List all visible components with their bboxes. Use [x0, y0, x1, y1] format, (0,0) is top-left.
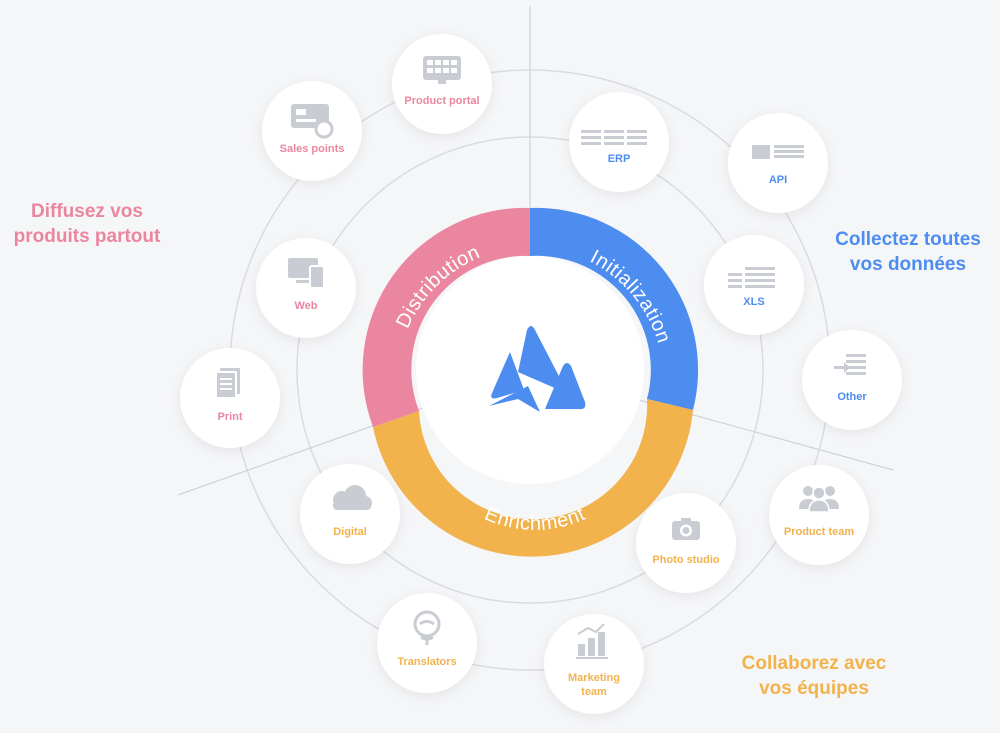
spreadsheet-icon	[728, 267, 775, 288]
node-label: Product portal	[404, 95, 479, 107]
document-icon	[215, 368, 240, 399]
node-api[interactable]: API	[728, 113, 828, 213]
import-icon	[834, 354, 866, 375]
cycle-donut	[362, 207, 699, 557]
node-other[interactable]: Other	[802, 330, 902, 430]
node-label: XLS	[743, 296, 764, 308]
node-product-portal[interactable]: Product portal	[392, 34, 492, 134]
node-label: ERP	[608, 153, 631, 165]
segment-enrichment	[373, 399, 693, 557]
node-label: Sales points	[280, 143, 345, 155]
node-label: Other	[837, 391, 867, 403]
node-digital[interactable]: Digital	[300, 464, 400, 564]
segment-initialization	[530, 207, 699, 410]
globe-icon	[413, 610, 441, 645]
heading-line: produits partout	[13, 226, 161, 247]
node-print[interactable]: Print	[180, 348, 280, 448]
node-xls[interactable]: XLS	[704, 235, 804, 335]
heading-distribute: Diffusez vos produits partout	[4, 199, 170, 249]
heading-line: vos données	[849, 254, 967, 275]
node-label: Translators	[397, 656, 456, 668]
node-marketing-team[interactable]: Marketing team	[544, 614, 644, 714]
devices-icon	[288, 258, 325, 289]
node-label: API	[769, 174, 787, 186]
segment-distribution	[362, 207, 530, 427]
node-label: Print	[217, 411, 242, 423]
node-label: Photo studio	[652, 554, 719, 566]
heading-line: vos équipes	[759, 678, 869, 699]
node-translators[interactable]: Translators	[377, 593, 477, 693]
store-icon	[291, 104, 334, 139]
heading-line: Diffusez vos	[31, 201, 143, 222]
node-erp[interactable]: ERP	[569, 92, 669, 192]
node-sales-points[interactable]: Sales points	[262, 81, 362, 181]
bar-chart-icon	[576, 623, 608, 659]
heading-line: Collaborez avec	[741, 653, 887, 674]
monitor-icon	[423, 56, 461, 84]
node-label: Marketing	[568, 672, 620, 684]
heading-collaborate: Collaborez avec vos équipes	[728, 651, 900, 701]
node-web[interactable]: Web	[256, 238, 356, 338]
heading-line: Collectez toutes	[835, 229, 981, 250]
node-photo-studio[interactable]: Photo studio	[636, 493, 736, 593]
node-label-line2: team	[581, 686, 607, 698]
logo-icon	[489, 326, 586, 412]
cloud-icon	[333, 485, 372, 510]
list-icon	[752, 145, 804, 159]
node-label: Product team	[784, 526, 855, 538]
node-product-team[interactable]: Product team	[769, 465, 869, 565]
people-icon	[799, 486, 839, 513]
camera-icon	[672, 518, 700, 540]
heading-collect: Collectez toutes vos données	[820, 227, 996, 277]
table-icon	[581, 130, 647, 145]
node-label: Digital	[333, 526, 367, 538]
node-label: Web	[294, 300, 317, 312]
